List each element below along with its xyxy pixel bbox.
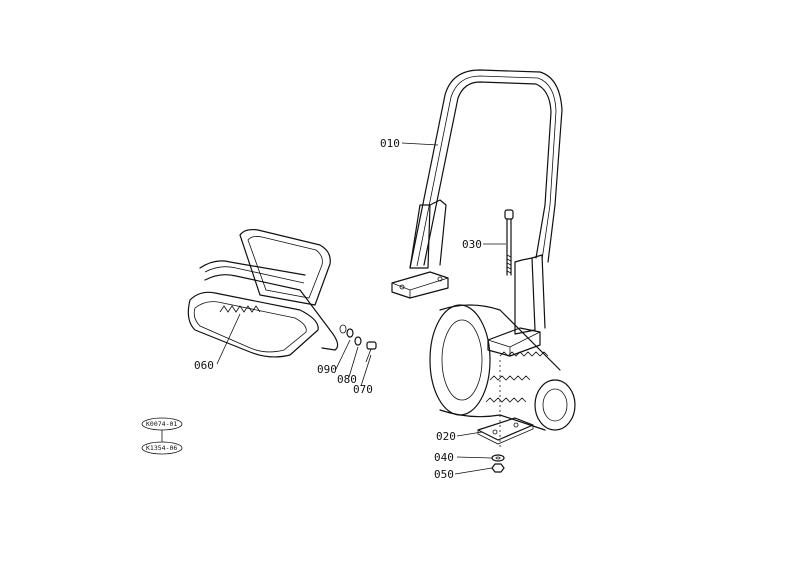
bracket-020 [477,360,534,450]
nut-050 [491,463,505,473]
callout-labels: 010 030 060 090 080 070 020 040 050 [194,137,482,481]
rops-frame [391,69,563,357]
washer-040 [491,454,505,462]
callout-070: 070 [353,383,373,396]
code-badges: K0074-01 K1354-06 [141,417,183,455]
bolt-070 [365,341,377,363]
axle-housing [429,304,576,431]
callout-050: 050 [434,468,454,481]
callout-080: 080 [337,373,357,386]
callout-060: 060 [194,359,214,372]
callout-020: 020 [436,430,456,443]
callout-090: 090 [317,363,337,376]
code-top: K0074-01 [146,420,177,428]
callout-040: 040 [434,451,454,464]
leader-lines [216,142,506,475]
bolt-030 [504,209,514,276]
seat-060 [187,228,339,358]
code-bottom: K1354-06 [146,444,177,452]
washer-090 [339,324,354,338]
washer-080 [354,336,362,346]
callout-010: 010 [380,137,400,150]
callout-030: 030 [462,238,482,251]
